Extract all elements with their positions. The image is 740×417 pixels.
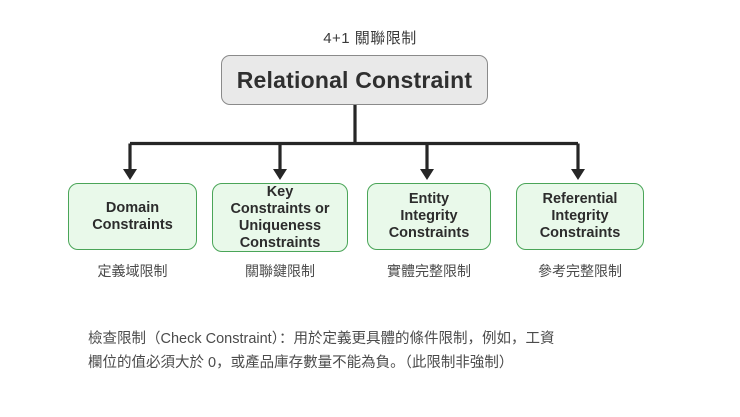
root-node-label: Relational Constraint [236,66,473,93]
child-node-referential-integrity-constraints[interactable]: Referential Integrity Constraints [516,183,644,250]
child-node-entity-integrity-constraints[interactable]: Entity Integrity Constraints [367,183,491,250]
child-node-label: Domain Constraints [92,199,173,233]
child-caption-domain: 定義域限制 [97,263,168,279]
child-node-label: Key Constraints or Uniqueness Constraint… [230,183,330,251]
child-caption-referential: 參考完整限制 [538,263,622,279]
child-node-label: Entity Integrity Constraints [388,191,470,241]
arrowheads [123,169,585,180]
child-caption-entity: 實體完整限制 [387,263,471,279]
root-node-relational-constraint[interactable]: Relational Constraint [221,55,488,105]
child-caption-key: 關聯鍵限制 [245,263,315,279]
arrowhead-4 [571,169,585,180]
check-constraint-note-line-2: 欄位的值必須大於 0，或產品庫存數量不能為負。（此限制非強制） [88,355,514,371]
child-node-domain-constraints[interactable]: Domain Constraints [68,183,197,250]
check-constraint-note: 檢查限制（Check Constraint）：用於定義更具體的條件限制，例如，工… [88,327,688,375]
arrowhead-2 [273,169,287,180]
arrowhead-1 [123,169,137,180]
arrowhead-3 [420,169,434,180]
diagram-top-title: 4+1 關聯限制 [323,30,417,47]
check-constraint-note-line-1: 檢查限制（Check Constraint）：用於定義更具體的條件限制，例如，工… [88,331,555,347]
child-node-label: Referential Integrity Constraints [539,191,621,241]
child-node-key-constraints[interactable]: Key Constraints or Uniqueness Constraint… [212,183,348,252]
